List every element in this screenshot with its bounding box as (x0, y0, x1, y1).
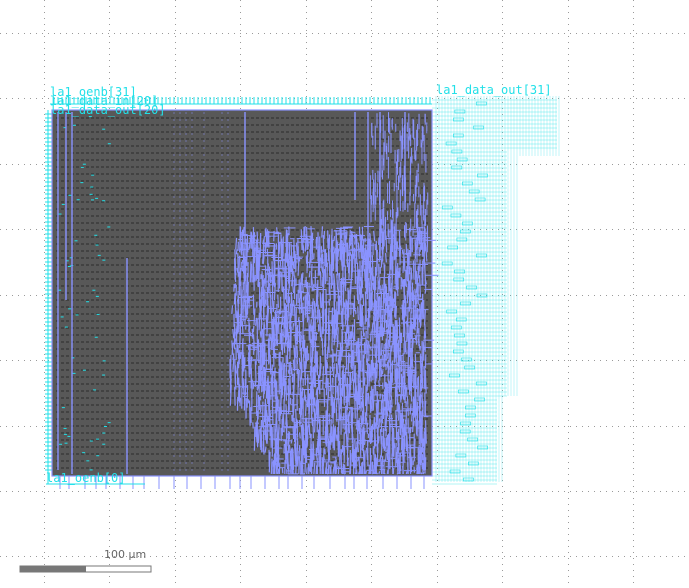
routing-dense-region (229, 112, 439, 475)
pin-stubs-right (432, 96, 560, 485)
die-outline (51, 109, 433, 477)
scale-bar-fill (20, 566, 86, 572)
pin-stubs-top (46, 97, 432, 489)
vertical-straps (57, 112, 406, 474)
scale-bar-label: 100 μm (104, 548, 147, 561)
